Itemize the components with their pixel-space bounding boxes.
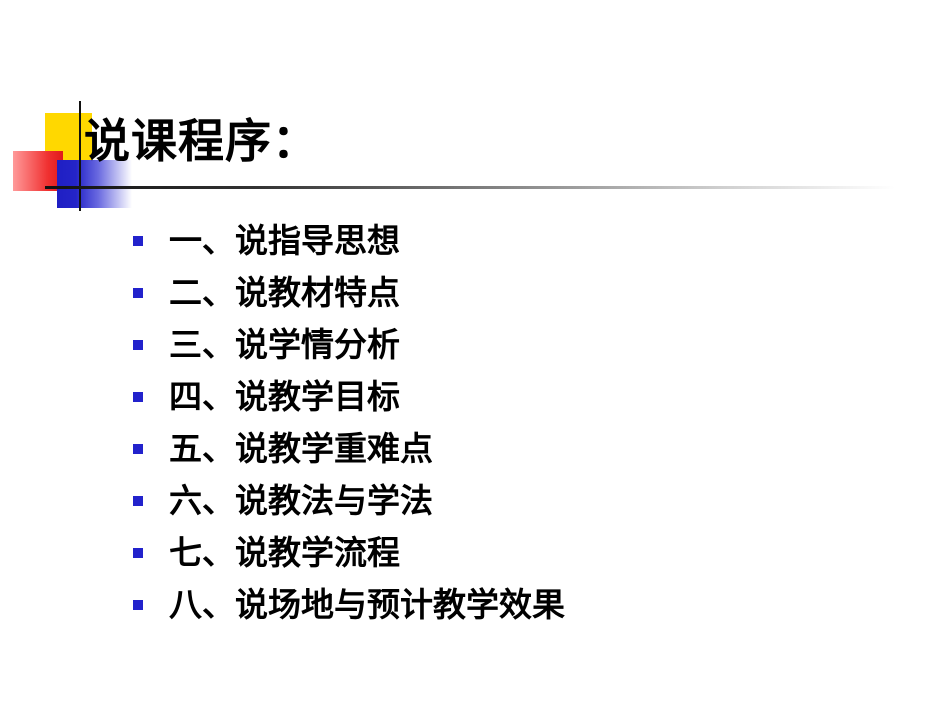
list-item-label: 二、说教材特点 [169, 273, 400, 312]
square-bullet-icon [133, 340, 143, 350]
list-item: 八、说场地与预计教学效果 [133, 579, 565, 631]
list-item-label: 一、说指导思想 [169, 221, 400, 260]
list-item: 四、说教学目标 [133, 371, 565, 423]
list-item: 五、说教学重难点 [133, 423, 565, 475]
list-item: 六、说教法与学法 [133, 475, 565, 527]
list-item-label: 七、说教学流程 [169, 533, 400, 572]
square-bullet-icon [133, 288, 143, 298]
list-item-label: 六、说教法与学法 [169, 481, 433, 520]
agenda-list: 一、说指导思想 二、说教材特点 三、说学情分析 四、说教学目标 五、说教学重难点… [133, 215, 565, 631]
square-bullet-icon [133, 600, 143, 610]
square-bullet-icon [133, 236, 143, 246]
list-item: 七、说教学流程 [133, 527, 565, 579]
square-bullet-icon [133, 444, 143, 454]
list-item-label: 八、说场地与预计教学效果 [169, 585, 565, 624]
square-bullet-icon [133, 548, 143, 558]
title-underline [45, 186, 895, 189]
square-bullet-icon [133, 392, 143, 402]
decorative-vertical-line [79, 101, 81, 211]
list-item-label: 四、说教学目标 [169, 377, 400, 416]
slide-title: 说课程序： [84, 114, 319, 168]
list-item: 三、说学情分析 [133, 319, 565, 371]
list-item: 二、说教材特点 [133, 267, 565, 319]
list-item: 一、说指导思想 [133, 215, 565, 267]
decorative-blue-square [57, 160, 132, 208]
list-item-label: 三、说学情分析 [169, 325, 400, 364]
list-item-label: 五、说教学重难点 [169, 429, 433, 468]
decorative-red-square [13, 151, 63, 191]
square-bullet-icon [133, 496, 143, 506]
